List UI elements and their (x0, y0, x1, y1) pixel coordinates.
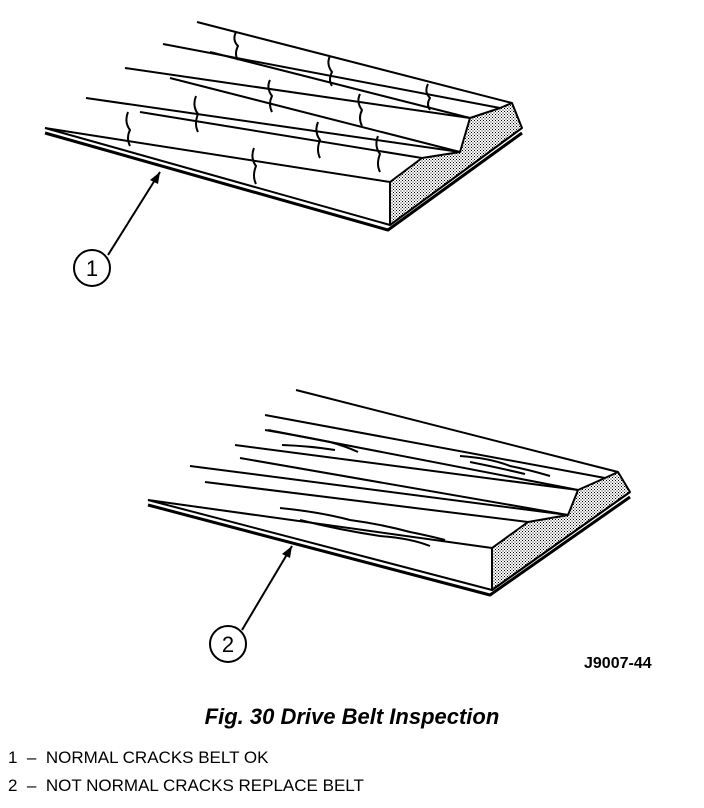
legend-text: NOT NORMAL CRACKS REPLACE BELT (45, 776, 364, 795)
belt-normal-cracks (44, 21, 523, 232)
drive-belt-illustration: 1 2 J9007-44 (44, 21, 652, 672)
callout-1 (73, 171, 161, 287)
callout-2 (209, 545, 293, 663)
legend-item-1: 1 – NORMAL CRACKS BELT OK (8, 748, 269, 767)
figure-caption: Fig. 30 Drive Belt Inspection (204, 704, 500, 729)
callout-2-label: 2 (222, 632, 234, 657)
legend-number: 2 (8, 776, 18, 795)
legend-text: NORMAL CRACKS BELT OK (45, 748, 269, 767)
legend-number: 1 (8, 748, 18, 767)
legend-item-2: 2 – NOT NORMAL CRACKS REPLACE BELT (8, 776, 364, 795)
drawing-code: J9007-44 (584, 655, 652, 672)
belt-abnormal-cracks (147, 389, 631, 597)
callout-1-label: 1 (86, 256, 98, 281)
